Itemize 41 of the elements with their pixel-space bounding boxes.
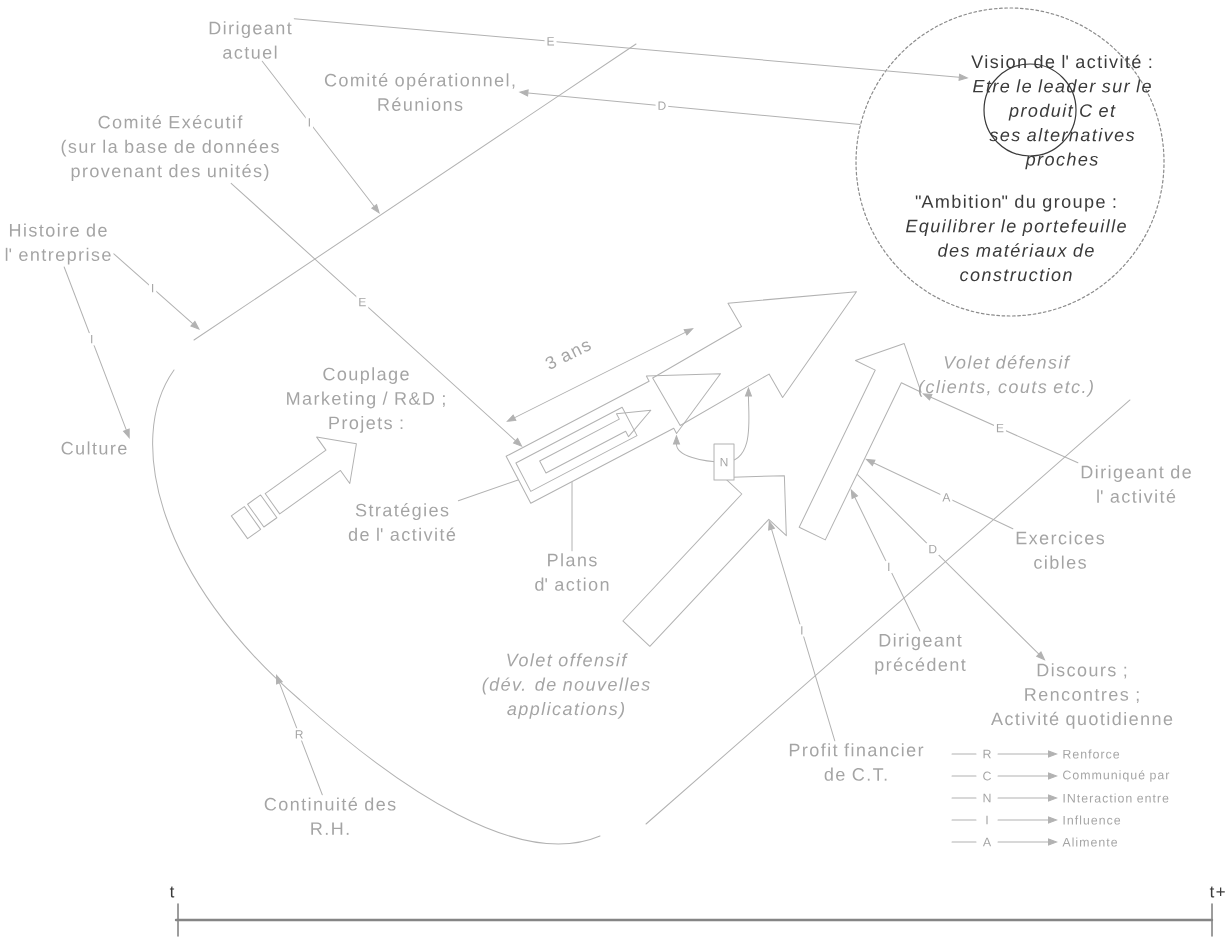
- text-label: Culture: [61, 441, 127, 455]
- text-label: Dirigeant précédent: [875, 633, 966, 675]
- text-label: 3 ans: [545, 341, 591, 369]
- arrow: [865, 458, 1014, 530]
- arrow: [63, 266, 130, 439]
- arrow: [113, 253, 200, 330]
- text-label: Volet défensif (clients, couts etc.): [918, 355, 1093, 397]
- text-label: Discours ; Rencontres ; Activité quotidienne: [991, 663, 1173, 729]
- dashed-circle: [855, 7, 1165, 317]
- pointer-shape: [264, 436, 357, 515]
- time-label: t: [169, 886, 175, 898]
- curved-double-arrow: [672, 387, 752, 463]
- arrow: [276, 674, 323, 796]
- pointer-shape: [652, 291, 857, 427]
- arrow: [856, 474, 1045, 661]
- text-label: Volet offensif (dév. de nouvelles applications): [482, 653, 650, 719]
- arrow: [850, 489, 921, 632]
- pointer-shape: [505, 373, 721, 504]
- arrow: [230, 182, 523, 447]
- pointer-shape: [798, 343, 922, 541]
- leader-line: [571, 481, 573, 552]
- arrow: [768, 520, 836, 742]
- arrow: [519, 89, 861, 126]
- arrow: [261, 60, 380, 214]
- text-label: Dirigeant de l' activité: [1081, 465, 1191, 503]
- text-label: Exercices cibles: [1016, 531, 1105, 569]
- text-label: Profit financier de C.T.: [789, 743, 924, 781]
- leader-line: [457, 479, 519, 502]
- text-label: Stratégies de l' activité: [348, 503, 456, 541]
- text-label: Histoire de l' entreprise: [5, 223, 111, 265]
- text-label: Comité opérationnel, Réunions: [324, 73, 515, 111]
- pointer-shape: [622, 475, 787, 647]
- text-label: Dirigeant actuel: [209, 21, 292, 59]
- time-label: t+: [1209, 886, 1225, 898]
- text-label: "Ambition" du groupe : Equilibrer le portefeuille des matériaux de construction: [905, 194, 1126, 282]
- text-label: Continuité des R.H.: [264, 797, 396, 835]
- arrow: [922, 393, 1079, 464]
- text-label: Plans d' action: [535, 553, 609, 591]
- text-label: Comité Exécutif (sur la base de données provenant des unités): [61, 115, 279, 181]
- text-label: Couplage Marketing / R&D ; Projets :: [287, 367, 445, 433]
- arrow: [293, 18, 968, 81]
